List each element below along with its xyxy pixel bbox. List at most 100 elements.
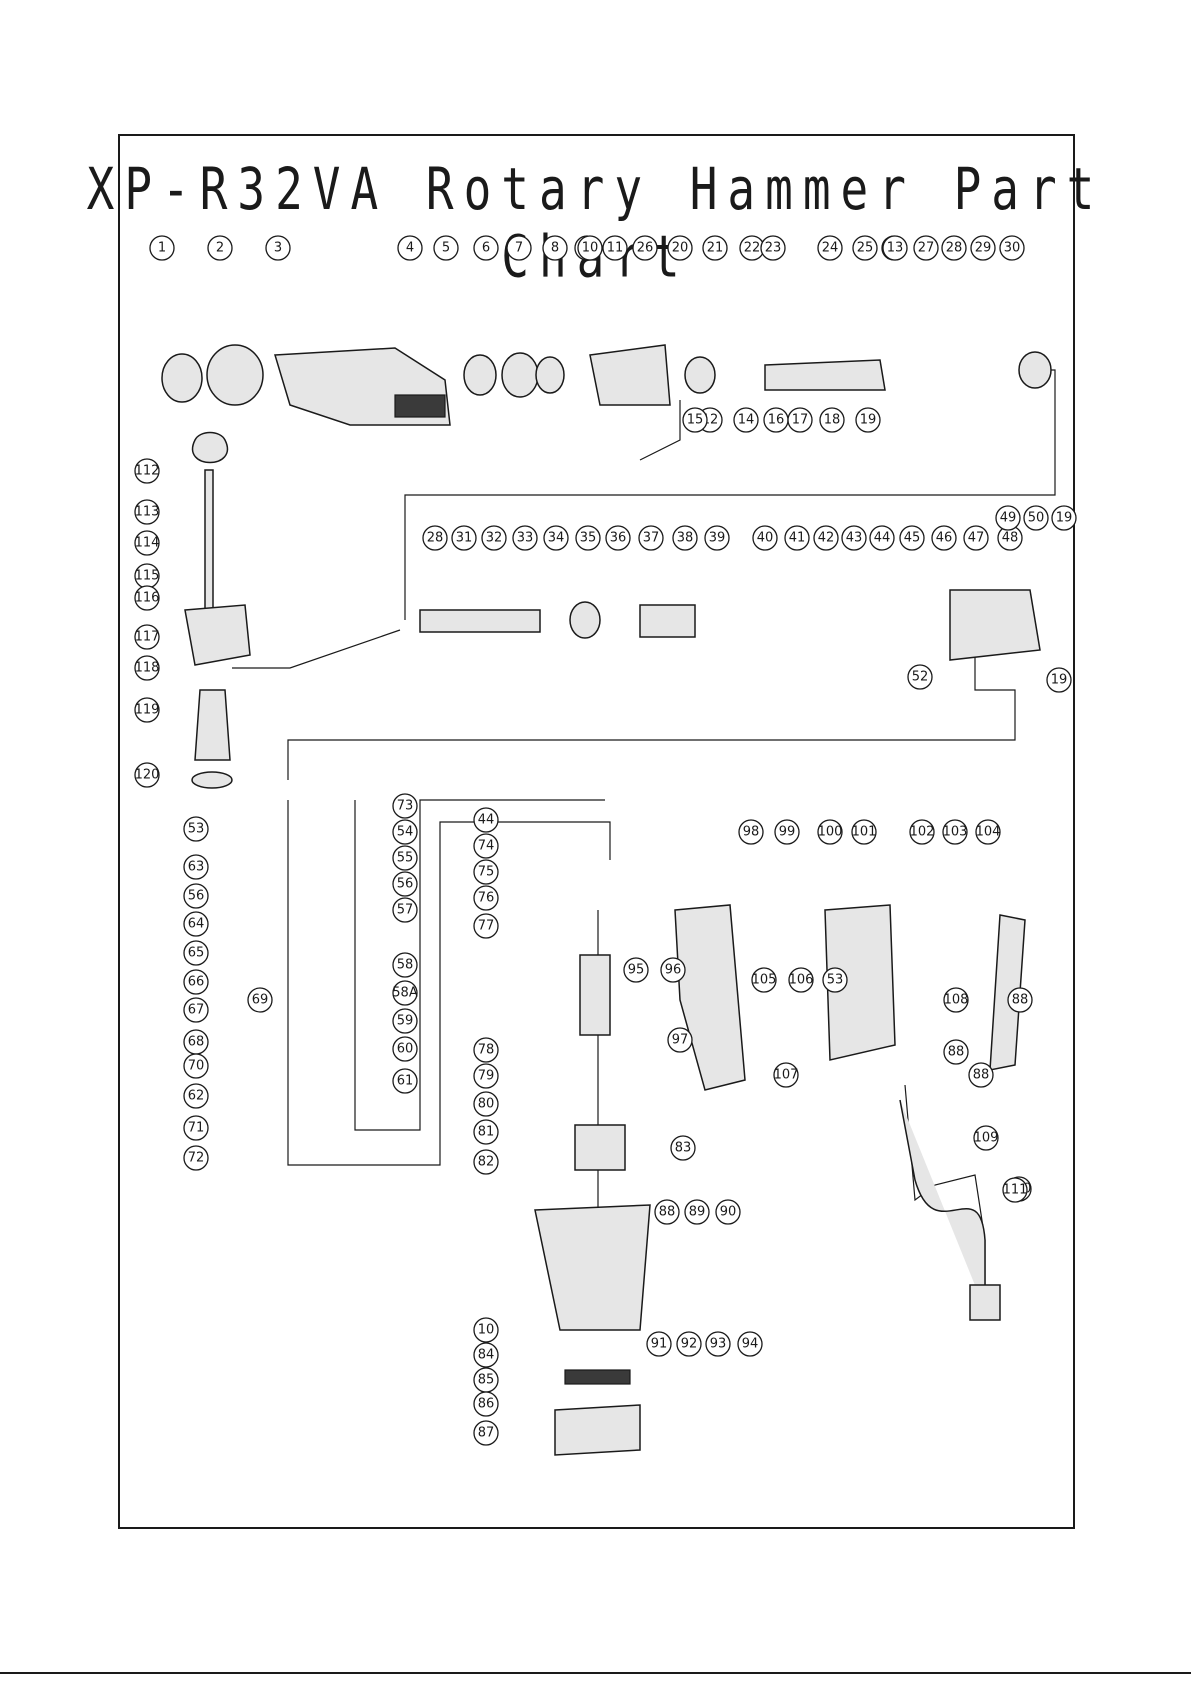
part-bearing — [1018, 351, 1052, 389]
callout-28: 28 — [941, 235, 967, 261]
callout-67: 67 — [183, 997, 209, 1023]
callout-number: 57 — [397, 903, 414, 918]
part-side-handle-clamp — [191, 431, 229, 464]
callout-58: 58 — [392, 952, 418, 978]
callout-number: 73 — [397, 799, 414, 814]
callout-number: 23 — [765, 241, 782, 256]
callout-number: 56 — [397, 877, 414, 892]
callout-number: 45 — [904, 531, 921, 546]
callout-number: 19 — [860, 413, 877, 428]
callout-circle — [134, 458, 160, 484]
callout-circle — [451, 525, 477, 551]
callout-44: 44 — [473, 807, 499, 833]
callout-116: 116 — [134, 585, 160, 611]
callout-number: 59 — [397, 1014, 414, 1029]
callout-19: 19 — [1051, 505, 1077, 531]
callout-number: 43 — [846, 531, 863, 546]
callout-circle — [134, 530, 160, 556]
callout-number: 61 — [397, 1074, 414, 1089]
callout-number: 1 — [158, 241, 166, 256]
callout-number: 35 — [580, 531, 597, 546]
callout-72: 72 — [183, 1145, 209, 1171]
callout-circle — [149, 235, 175, 261]
callout-82: 82 — [473, 1149, 499, 1175]
callout-circle — [473, 1091, 499, 1117]
callout-19: 19 — [855, 407, 881, 433]
callout-circle — [999, 235, 1025, 261]
drawing-frame — [118, 134, 1075, 1529]
callout-circle — [392, 1008, 418, 1034]
callout-number: 20 — [672, 241, 689, 256]
callout-95: 95 — [623, 957, 649, 983]
part-housing-grille — [394, 394, 446, 418]
callout-number: 56 — [188, 889, 205, 904]
callout-101: 101 — [851, 819, 877, 845]
part-locking-ring — [463, 354, 497, 396]
callout-88: 88 — [1007, 987, 1033, 1013]
callout-circle — [183, 911, 209, 937]
callout-80: 80 — [473, 1091, 499, 1117]
page-footer-rule — [0, 1672, 1191, 1674]
callout-14: 14 — [733, 407, 759, 433]
callout-circle — [183, 969, 209, 995]
callout-number: 21 — [707, 241, 724, 256]
callout-number: 113 — [135, 505, 160, 520]
callout-circle — [473, 913, 499, 939]
callout-circle — [963, 525, 989, 551]
callout-number: 104 — [976, 825, 1001, 840]
callout-number: 22 — [744, 241, 761, 256]
callout-number: 54 — [397, 825, 414, 840]
callout-circle — [702, 235, 728, 261]
callout-53: 53 — [183, 816, 209, 842]
callout-18: 18 — [819, 407, 845, 433]
callout-number: 102 — [910, 825, 935, 840]
callout-45: 45 — [899, 525, 925, 551]
part-cylinder-housing — [589, 344, 671, 406]
callout-24: 24 — [817, 235, 843, 261]
part-rear-cover — [554, 1404, 641, 1456]
callout-circle — [134, 762, 160, 788]
callout-53: 53 — [822, 967, 848, 993]
callout-circle — [852, 235, 878, 261]
callout-circle — [841, 525, 867, 551]
callout-22: 22 — [739, 235, 765, 261]
callout-number: 28 — [427, 531, 444, 546]
part-crank-housing — [949, 589, 1041, 661]
callout-number: 112 — [135, 464, 160, 479]
callout-34: 34 — [543, 525, 569, 551]
callout-circle — [1002, 1177, 1028, 1203]
callout-circle — [670, 1135, 696, 1161]
part-power-cord — [899, 1099, 986, 1310]
callout-circle — [575, 525, 601, 551]
callout-circle — [392, 897, 418, 923]
callout-circle — [473, 1149, 499, 1175]
callout-number: 10 — [582, 241, 599, 256]
callout-number: 48 — [1002, 531, 1019, 546]
part-field-stator — [574, 1124, 626, 1171]
callout-81: 81 — [473, 1119, 499, 1145]
part-handle-base — [191, 771, 233, 789]
callout-83: 83 — [670, 1135, 696, 1161]
callout-number: 10 — [478, 1323, 495, 1338]
callout-90: 90 — [715, 1199, 741, 1225]
part-dust-cap — [161, 353, 203, 403]
callout-106: 106 — [788, 967, 814, 993]
callout-94: 94 — [737, 1331, 763, 1357]
callout-circle — [672, 525, 698, 551]
callout-50: 50 — [1023, 505, 1049, 531]
callout-87: 87 — [473, 1420, 499, 1446]
callout-number: 39 — [709, 531, 726, 546]
callout-number: 5 — [442, 241, 450, 256]
part-front-sleeve — [206, 344, 264, 406]
callout-56: 56 — [183, 883, 209, 909]
callout-30: 30 — [999, 235, 1025, 261]
callout-number: 13 — [887, 241, 904, 256]
callout-number: 100 — [818, 825, 843, 840]
callout-number: 18 — [824, 413, 841, 428]
callout-circle — [909, 819, 935, 845]
callout-number: 96 — [665, 963, 682, 978]
callout-120: 120 — [134, 762, 160, 788]
callout-75: 75 — [473, 859, 499, 885]
callout-number: 94 — [742, 1337, 759, 1352]
callout-number: 65 — [188, 946, 205, 961]
